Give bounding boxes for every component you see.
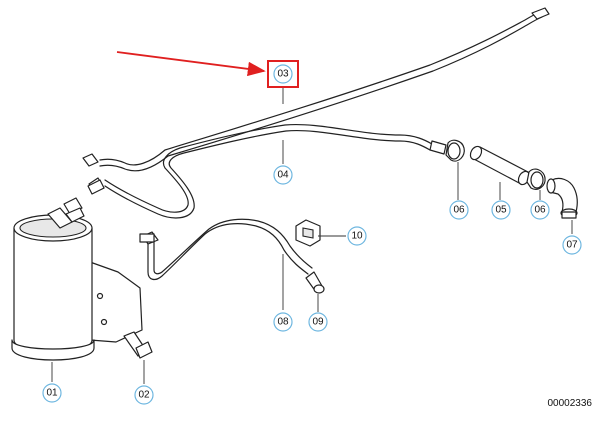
elbow-fitting-07 <box>546 177 578 219</box>
callout-01[interactable]: 01 <box>42 383 62 403</box>
callout-08[interactable]: 08 <box>273 312 293 332</box>
leader-lines <box>51 86 573 384</box>
callout-06-right[interactable]: 06 <box>530 200 550 220</box>
callout-09[interactable]: 09 <box>308 312 328 332</box>
callout-05[interactable]: 05 <box>491 200 511 220</box>
callout-06-left-label: 06 <box>453 205 465 216</box>
hose-clamp-06-left <box>445 139 465 162</box>
clip-10 <box>295 219 321 247</box>
callout-08-label: 08 <box>277 317 289 328</box>
callout-01-label: 01 <box>46 388 58 399</box>
callout-06-left[interactable]: 06 <box>449 200 469 220</box>
hose-clamp-06-right <box>526 168 546 190</box>
callout-04-label: 04 <box>277 170 289 181</box>
diagram-id: 00002336 <box>548 398 593 409</box>
callout-02-label: 02 <box>138 390 150 401</box>
highlight-box <box>267 60 299 88</box>
callout-02[interactable]: 02 <box>134 385 154 405</box>
cap-09 <box>305 271 325 294</box>
callout-10[interactable]: 10 <box>347 226 367 246</box>
callout-10-label: 10 <box>351 231 363 242</box>
callout-07[interactable]: 07 <box>562 235 582 255</box>
callout-07-label: 07 <box>566 240 578 251</box>
callout-03[interactable]: 03 <box>273 64 293 84</box>
fuel-line-03 <box>82 7 550 172</box>
callout-03-label: 03 <box>277 69 289 80</box>
charcoal-canister-01 <box>11 197 143 361</box>
callout-09-label: 09 <box>312 317 324 328</box>
pointer-arrow <box>116 51 266 77</box>
callout-05-label: 05 <box>495 205 507 216</box>
callout-04[interactable]: 04 <box>273 165 293 185</box>
hose-05 <box>469 145 531 186</box>
fuel-line-04 <box>88 123 447 219</box>
fitting-connector <box>87 179 105 195</box>
vent-line-08 <box>139 218 313 281</box>
callout-06-right-label: 06 <box>534 205 546 216</box>
bolt-02 <box>123 331 153 359</box>
